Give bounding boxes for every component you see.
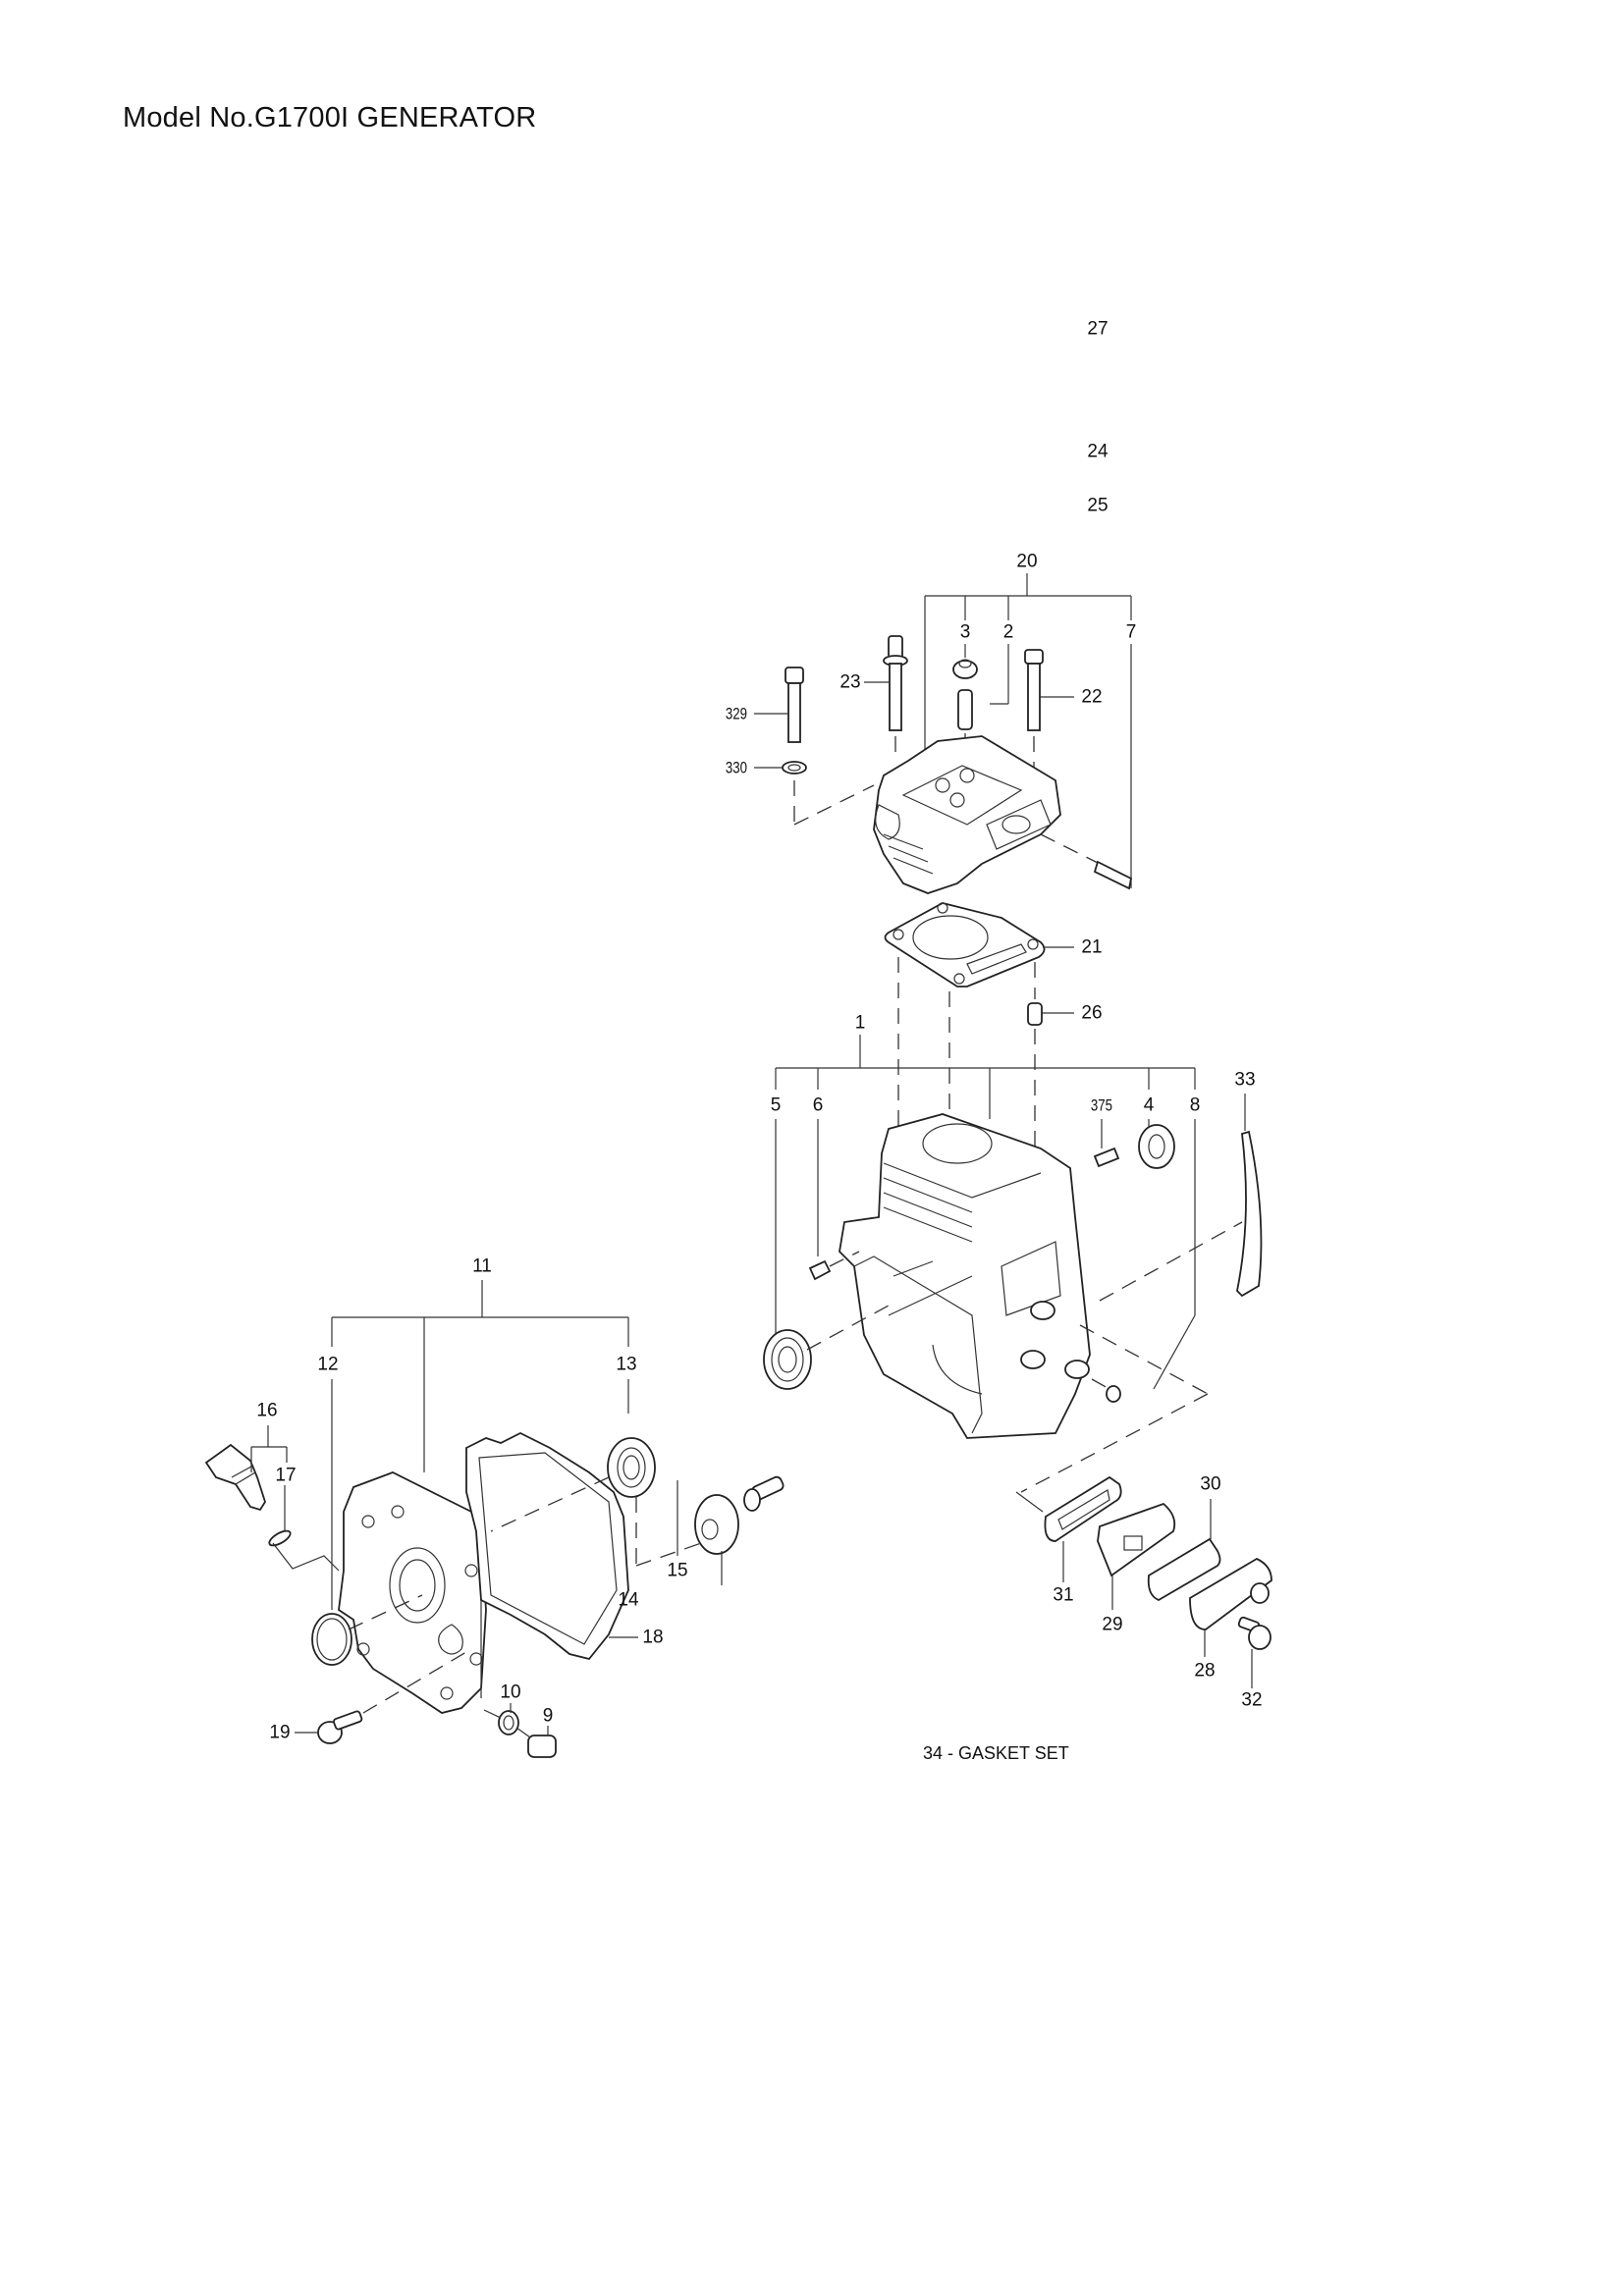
crankcase-cover-part bbox=[338, 1471, 487, 1714]
callout-9: 9 bbox=[542, 1705, 554, 1727]
washer-330-part bbox=[754, 761, 875, 826]
valve-seal-part bbox=[952, 644, 978, 679]
stud-23-part bbox=[864, 635, 908, 756]
oil-seal-12-part bbox=[311, 1594, 423, 1666]
bolt-32-part bbox=[1237, 1616, 1271, 1688]
drain-plug-9-part bbox=[483, 1709, 557, 1758]
callout-1: 1 bbox=[854, 1012, 866, 1034]
bearing-5-part bbox=[763, 1305, 890, 1390]
exhaust-cover-28-part bbox=[1189, 1557, 1272, 1657]
callout-24: 24 bbox=[1087, 441, 1109, 462]
callout-10: 10 bbox=[500, 1682, 521, 1703]
callout-7: 7 bbox=[1125, 621, 1137, 643]
callout-21: 21 bbox=[1081, 936, 1103, 958]
gasket-31-part bbox=[1015, 1475, 1122, 1582]
callout-11: 11 bbox=[472, 1255, 492, 1277]
oil-seal-13-part bbox=[490, 1437, 708, 1567]
dowel-6-part bbox=[808, 1251, 860, 1281]
callout-26: 26 bbox=[1081, 1002, 1103, 1024]
stud-7-part bbox=[1093, 860, 1133, 890]
callout-19: 19 bbox=[269, 1722, 291, 1743]
callout-27: 27 bbox=[1087, 318, 1109, 340]
callout-2: 2 bbox=[1002, 621, 1014, 643]
callout-30: 30 bbox=[1200, 1473, 1221, 1495]
oil-gauge-16-part bbox=[204, 1425, 288, 1512]
bracket-1 bbox=[775, 1035, 1196, 1390]
callout-23: 23 bbox=[839, 671, 861, 693]
governor-shaft-15-part bbox=[676, 1475, 784, 1556]
cylinder-head-part bbox=[873, 735, 1101, 894]
callout-14: 14 bbox=[618, 1589, 639, 1611]
bracket-11 bbox=[331, 1280, 629, 1610]
bracket-20 bbox=[924, 573, 1132, 888]
governor-gear-14-part bbox=[694, 1494, 739, 1585]
callout-15: 15 bbox=[667, 1560, 688, 1581]
callout-31: 31 bbox=[1053, 1584, 1074, 1606]
pin-375-part bbox=[1093, 1147, 1120, 1168]
callout-12: 12 bbox=[317, 1354, 339, 1375]
head-gasket-part bbox=[884, 902, 1074, 988]
gasket-set-note: 34 - GASKET SET bbox=[923, 1743, 1069, 1763]
callout-18: 18 bbox=[642, 1627, 664, 1648]
callout-13: 13 bbox=[616, 1354, 637, 1375]
callout-6: 6 bbox=[812, 1095, 824, 1116]
callout-8: 8 bbox=[1189, 1095, 1201, 1116]
callout-3: 3 bbox=[959, 621, 971, 643]
callout-28: 28 bbox=[1194, 1660, 1216, 1682]
callout-330: 330 bbox=[725, 758, 748, 777]
callout-375: 375 bbox=[1090, 1095, 1113, 1115]
o-ring-17-part bbox=[268, 1485, 340, 1572]
dowel-26-part bbox=[897, 957, 1074, 1227]
callout-25: 25 bbox=[1087, 495, 1109, 516]
crankcase-gasket-18-part bbox=[465, 1431, 638, 1661]
callout-4: 4 bbox=[1143, 1095, 1155, 1116]
gasket-30-part bbox=[1147, 1499, 1221, 1602]
washer-10-part bbox=[498, 1703, 519, 1735]
callout-329: 329 bbox=[725, 704, 748, 723]
callout-33: 33 bbox=[1234, 1069, 1256, 1091]
page-title: Model No.G1700I GENERATOR bbox=[123, 102, 537, 133]
callout-22: 22 bbox=[1081, 686, 1103, 708]
callout-16: 16 bbox=[256, 1400, 278, 1421]
cylinder-block-part bbox=[839, 1113, 1091, 1439]
breather-tube-33-part bbox=[1236, 1094, 1263, 1298]
callout-17: 17 bbox=[275, 1465, 297, 1486]
insulator-29-part bbox=[1097, 1502, 1176, 1610]
callout-32: 32 bbox=[1241, 1689, 1263, 1711]
oil-seal-4-part bbox=[1138, 1124, 1175, 1169]
callout-5: 5 bbox=[770, 1095, 782, 1116]
bolt-329-part bbox=[754, 667, 804, 743]
callout-20: 20 bbox=[1016, 551, 1038, 572]
callout-29: 29 bbox=[1102, 1614, 1123, 1635]
bolt-19-part bbox=[295, 1648, 472, 1744]
seal-8-part bbox=[1020, 1221, 1243, 1493]
